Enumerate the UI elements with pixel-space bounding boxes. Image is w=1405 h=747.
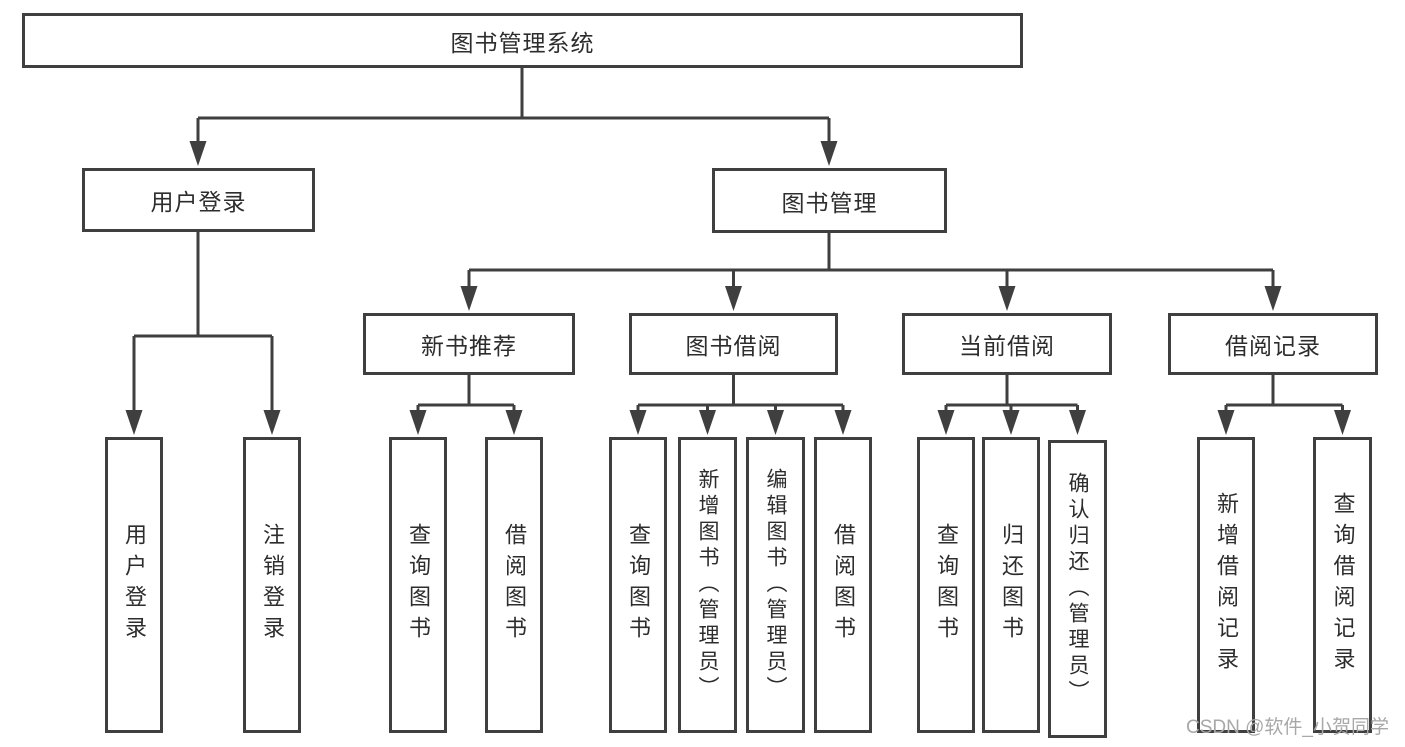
leaf-return-books: 归还图书 xyxy=(982,437,1040,733)
arrowhead-icons xyxy=(125,141,1351,435)
leaf-logout: 注销登录 xyxy=(243,437,301,733)
leaf-edit-book-admin: 编辑图书（管理员） xyxy=(746,437,805,733)
csdn-watermark: CSDN @软件_小贺同学 xyxy=(1186,717,1389,738)
node-current-borrow: 当前借阅 xyxy=(902,313,1112,375)
node-label: 当前借阅 xyxy=(959,333,1055,359)
leaf-add-book-admin: 新增图书（管理员） xyxy=(678,437,737,733)
node-label: 查询图书 xyxy=(626,523,651,647)
leaf-add-borrow-record: 新增借阅记录 xyxy=(1197,437,1255,733)
leaf-borrow-books-recommend: 借阅图书 xyxy=(485,437,543,733)
leaf-user-login: 用户登录 xyxy=(105,437,163,733)
leaf-query-books-current: 查询图书 xyxy=(917,437,975,733)
leaf-query-books-recommend: 查询图书 xyxy=(389,437,447,733)
node-label: 编辑图书（管理员） xyxy=(764,468,787,702)
node-label: 借阅记录 xyxy=(1225,333,1321,359)
node-label: 新书推荐 xyxy=(421,333,517,359)
node-label: 用户登录 xyxy=(150,189,247,215)
node-label: 查询图书 xyxy=(406,523,431,647)
node-label: 图书管理 xyxy=(781,189,878,216)
node-label: 注销登录 xyxy=(260,523,285,647)
node-label: 确认归还（管理员） xyxy=(1066,472,1089,706)
node-label: 借阅图书 xyxy=(831,523,856,647)
leaf-query-borrow-record: 查询借阅记录 xyxy=(1313,437,1372,733)
node-label: 借阅图书 xyxy=(502,523,527,647)
leaf-confirm-return-admin: 确认归还（管理员） xyxy=(1048,440,1107,738)
node-label: 查询借阅记录 xyxy=(1330,492,1356,678)
node-new-book-recommend: 新书推荐 xyxy=(363,313,575,375)
node-book-management: 图书管理 xyxy=(712,168,947,233)
node-label: 新增图书（管理员） xyxy=(696,468,719,702)
node-label: 新增借阅记录 xyxy=(1214,492,1239,678)
node-user-login-group: 用户登录 xyxy=(82,168,315,232)
node-label: 图书借阅 xyxy=(685,333,782,359)
node-label: 归还图书 xyxy=(999,523,1024,647)
node-label: 图书管理系统 xyxy=(450,29,595,56)
node-borrow-records: 借阅记录 xyxy=(1168,313,1378,375)
node-label: 用户登录 xyxy=(122,523,147,647)
node-root-library-system: 图书管理系统 xyxy=(22,13,1023,68)
leaf-query-books-borrow: 查询图书 xyxy=(609,437,667,733)
node-book-borrow: 图书借阅 xyxy=(629,313,838,375)
node-label: 查询图书 xyxy=(934,523,959,647)
leaf-borrow-books: 借阅图书 xyxy=(814,437,872,733)
